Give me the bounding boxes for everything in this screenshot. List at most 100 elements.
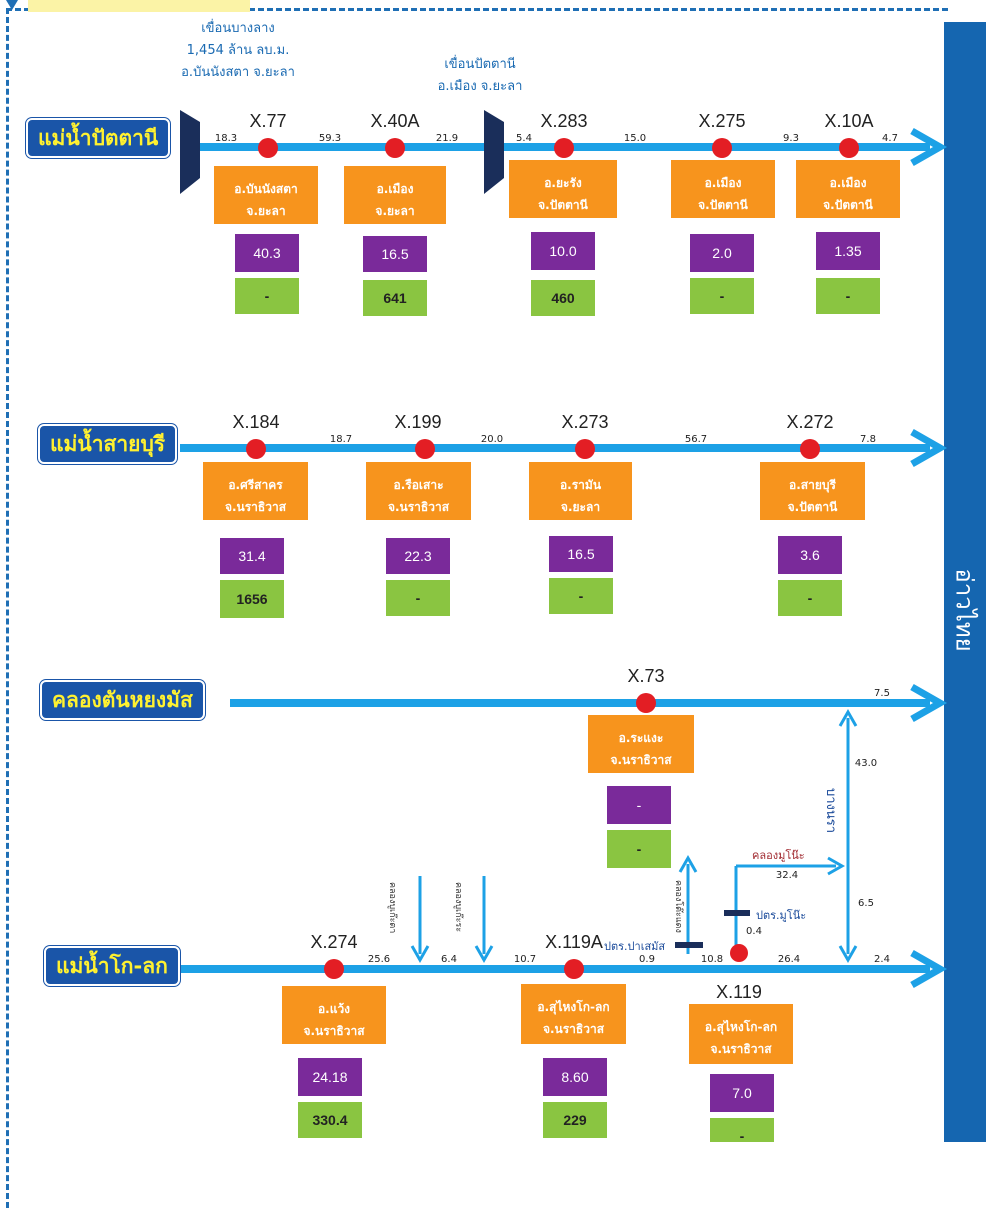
distance-label: 18.3 [214,133,238,144]
station-code: X.199 [394,412,442,432]
value-green: 330.4 [298,1102,362,1138]
gate-muno-icon [724,910,750,916]
value-purple: - [607,786,671,824]
station-dot-x119 [730,944,748,962]
distance-label: 18.7 [329,434,353,445]
value-purple: 8.60 [543,1058,607,1096]
station-code: X.73 [627,666,665,686]
location-box: อ.เมืองจ.ปัตตานี [671,160,775,218]
station-dot-x40a [385,138,405,158]
distance-label: 26.4 [777,954,801,965]
station-code: X.273 [561,412,609,432]
station-dot-x77 [258,138,278,158]
bangnara-connector [410,708,858,964]
station-code: X.40A [370,111,420,131]
river-name-pattani: แม่น้ำปัตตานี [26,118,171,158]
river-name-kolok: แม่น้ำโก-ลก [44,946,180,986]
location-box: อ.เมืองจ.ยะลา [344,166,446,224]
dam-caption-pattani: เขื่อนปัตตานี อ.เมือง จ.ยะลา [437,57,523,94]
value-purple: 16.5 [549,536,613,572]
distance-label: 2.4 [874,954,890,965]
station-dots [246,138,859,979]
station-code: X.283 [540,111,588,131]
distance-label: 5.4 [516,133,532,144]
value-green: - [816,278,880,314]
gate-label-pasemas: ปตร.ปาเสมัส [604,940,666,953]
dashed-frame [6,8,948,1208]
header-tab [28,0,250,12]
pattani-dam-icon [484,110,504,194]
station-dot-x10a [839,138,859,158]
distance-label: 0.9 [639,954,655,965]
value-green: - [549,578,613,614]
value-purple: 31.4 [220,538,284,574]
tributary-label: คลองบูเก๊ะระ [453,882,463,933]
value-green: - [778,580,842,616]
canal-label-muno: คลองมูโน๊ะ [752,849,805,862]
location-box: อ.สุไหงโก-ลกจ.นราธิวาส [521,984,626,1044]
location-box: อ.ระแงะจ.นราธิวาส [588,715,694,773]
gulf-of-thailand-band [944,22,986,1142]
station-code: X.10A [824,111,874,131]
header-notch-icon [6,0,18,10]
value-purple: 22.3 [386,538,450,574]
value-green: - [710,1118,774,1144]
station-dot-x184 [246,439,266,459]
distance-label: 10.7 [513,954,537,965]
location-box: อ.รือเสาะจ.นราธิวาส [366,462,471,520]
value-purple: 2.0 [690,234,754,272]
value-green: - [690,278,754,314]
distance-label: 9.3 [783,133,799,144]
station-code: X.272 [786,412,834,432]
location-box: อ.บันนังสตาจ.ยะลา [214,166,318,224]
location-box: อ.สายบุรีจ.ปัตตานี [760,462,865,520]
value-purple: 10.0 [531,232,595,270]
distance-label: 7.5 [874,688,890,699]
station-dot-x274 [324,959,344,979]
tributary-label: คลองบูเก๊ะตา [387,882,397,934]
station-code: X.77 [249,111,287,131]
distance-label: 6.4 [441,954,457,965]
river-network-diagram: อ่าวไทย [6,0,986,1208]
value-purple: 24.18 [298,1058,362,1096]
kolok-river-line [180,949,948,989]
dam-caption-bang-lang: เขื่อนบางลาง 1,454 ล้าน ลบ.ม. อ.บันนังสต… [181,21,295,80]
station-code: X.119 [716,982,762,1002]
river-lines-svg [180,110,948,989]
station-dot-x119a [564,959,584,979]
distance-label: 43.0 [854,758,878,769]
location-box: อ.รามันจ.ยะลา [529,462,632,520]
bangnara-label: บางนรา [823,788,838,834]
distance-label: 10.8 [700,954,724,965]
value-purple: 1.35 [816,232,880,270]
station-code: X.184 [232,412,280,432]
value-green: - [235,278,299,314]
distance-label: 0.4 [746,926,762,937]
gate-pasemas-icon [675,942,703,948]
distance-label: 20.0 [480,434,504,445]
distance-label: 4.7 [882,133,898,144]
saiburi-river-line [180,428,948,468]
distance-label: 6.5 [858,898,874,909]
station-dot-x272 [800,439,820,459]
location-box: อ.แว้งจ.นราธิวาส [282,986,386,1044]
station-code: X.274 [310,932,358,952]
station-code: X.119A [545,932,603,952]
station-dot-x283 [554,138,574,158]
value-green: - [607,830,671,868]
value-green: - [386,580,450,616]
value-green: 460 [531,280,595,316]
location-box: อ.ศรีสาครจ.นราธิวาส [203,462,308,520]
gate-label-muno: ปตร.มูโน๊ะ [756,909,807,922]
value-purple: 3.6 [778,536,842,574]
river-name-saiburi: แม่น้ำสายบุรี [38,424,178,464]
value-green: 229 [543,1102,607,1138]
value-green: 1656 [220,580,284,618]
location-box: อ.ยะรังจ.ปัตตานี [509,160,617,218]
station-dot-x273 [575,439,595,459]
location-box: อ.เมืองจ.ปัตตานี [796,160,900,218]
value-green: 641 [363,280,427,316]
tanyongmat-canal-line [230,683,948,723]
distance-label: 21.9 [435,133,459,144]
value-purple: 16.5 [363,236,427,272]
